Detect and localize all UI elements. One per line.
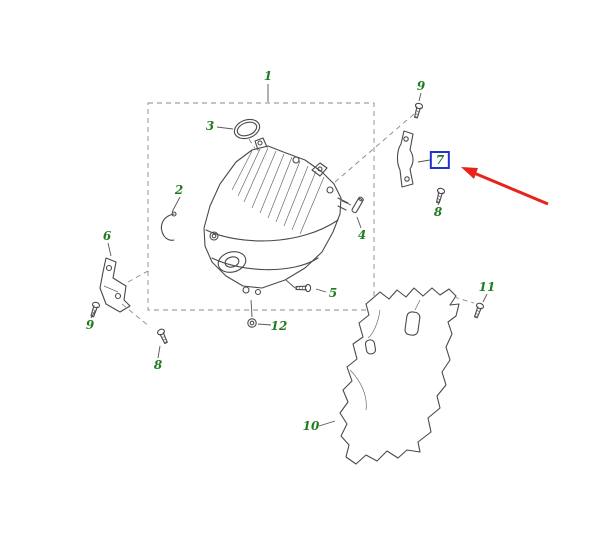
part-bolt-8-left[interactable] — [156, 327, 170, 345]
part-nut[interactable] — [247, 299, 257, 328]
part-bolt-9-top[interactable] — [411, 102, 424, 120]
link-stud-gearbox — [341, 200, 352, 206]
callout-6[interactable]: 6 — [102, 229, 112, 243]
callout-9-top[interactable]: 9 — [416, 79, 426, 93]
part-clip[interactable] — [160, 211, 177, 241]
callout-9-left[interactable]: 9 — [85, 318, 95, 332]
selection-arrow — [461, 167, 549, 206]
callout-8-right[interactable]: 8 — [433, 205, 443, 219]
part-bolt-11[interactable] — [471, 301, 485, 320]
link-bracket6-bolt8 — [121, 303, 151, 328]
part-bracket-left[interactable] — [99, 257, 131, 313]
part-o-ring[interactable] — [232, 116, 263, 142]
leader-lines — [90, 84, 488, 427]
callout-12[interactable]: 12 — [270, 319, 288, 333]
link-shield-bolt11 — [453, 296, 475, 304]
callout-2[interactable]: 2 — [174, 183, 184, 197]
link-oring-gearbox — [248, 138, 257, 151]
callout-10[interactable]: 10 — [302, 419, 320, 433]
callout-8-left[interactable]: 8 — [153, 358, 163, 372]
part-bolt-5[interactable] — [295, 283, 312, 293]
part-heat-shield[interactable] — [339, 287, 460, 465]
assembly-boundary-box — [147, 102, 375, 311]
part-bolt-8-right[interactable] — [433, 187, 446, 205]
part-gearbox[interactable] — [203, 137, 349, 296]
part-stud[interactable] — [351, 196, 364, 214]
callout-4[interactable]: 4 — [357, 228, 367, 242]
callout-11[interactable]: 11 — [478, 280, 496, 294]
part-bracket-7-selected[interactable] — [396, 130, 414, 188]
link-bracket6-box — [127, 270, 149, 283]
callout-1[interactable]: 1 — [263, 69, 273, 83]
callout-3[interactable]: 3 — [205, 119, 215, 133]
callout-7-selected[interactable]: 7 — [429, 151, 451, 169]
callout-5[interactable]: 5 — [328, 286, 338, 300]
part-bolt-9-left[interactable] — [88, 300, 101, 319]
link-bolt5-gearbox — [285, 279, 296, 289]
